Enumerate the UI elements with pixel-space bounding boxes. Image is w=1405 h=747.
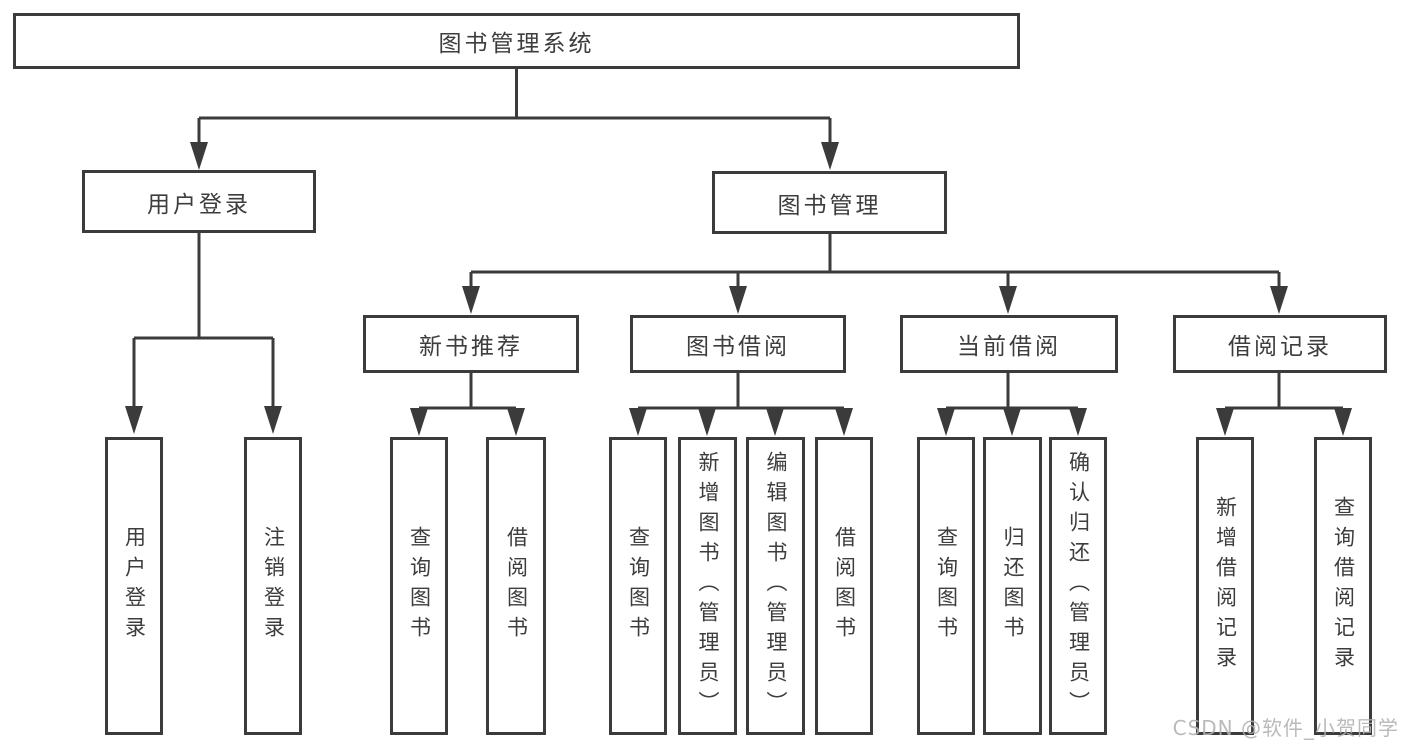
node-borrowing-records: 借阅记录 (1173, 315, 1387, 373)
leaf-borrow-books: 借阅图书 (815, 437, 873, 735)
leaf-borrow-books-recommendation-label: 借阅图书 (504, 526, 529, 646)
csdn-watermark: CSDN @软件_小贺同学 (1172, 716, 1399, 740)
node-new-book-recommendation-label: 新书推荐 (419, 334, 523, 360)
leaf-edit-books-admin: 编辑图书（管理员） (746, 437, 805, 735)
node-user-login: 用户登录 (82, 170, 316, 233)
leaf-confirm-return-admin-label: 确认归还（管理员） (1066, 451, 1091, 721)
leaf-query-books-recommendation-label: 查询图书 (407, 526, 432, 646)
node-current-borrowing: 当前借阅 (900, 315, 1118, 373)
node-book-borrowing: 图书借阅 (630, 315, 846, 373)
node-book-borrowing-label: 图书借阅 (686, 334, 790, 360)
leaf-query-books-current: 查询图书 (917, 437, 975, 735)
node-library-management-system: 图书管理系统 (13, 13, 1020, 69)
leaf-user-login: 用户登录 (105, 437, 163, 735)
node-current-borrowing-label: 当前借阅 (957, 334, 1061, 360)
leaf-query-books-current-label: 查询图书 (934, 526, 959, 646)
leaf-borrow-books-recommendation: 借阅图书 (486, 437, 546, 735)
leaf-borrow-books-label: 借阅图书 (832, 526, 857, 646)
node-book-management: 图书管理 (712, 171, 947, 234)
leaf-add-books-admin-label: 新增图书（管理员） (696, 451, 720, 721)
leaf-query-borrow-record: 查询借阅记录 (1314, 437, 1372, 735)
leaf-add-borrow-record: 新增借阅记录 (1196, 437, 1254, 735)
leaf-return-books: 归还图书 (983, 437, 1042, 735)
leaf-return-books-label: 归还图书 (1001, 526, 1025, 646)
node-new-book-recommendation: 新书推荐 (363, 315, 579, 373)
leaf-logout: 注销登录 (244, 437, 302, 735)
leaf-add-books-admin: 新增图书（管理员） (678, 437, 737, 735)
leaf-add-borrow-record-label: 新增借阅记录 (1213, 496, 1238, 676)
leaf-logout-label: 注销登录 (261, 526, 286, 646)
leaf-confirm-return-admin: 确认归还（管理员） (1049, 437, 1107, 735)
node-borrowing-records-label: 借阅记录 (1228, 334, 1332, 360)
leaf-edit-books-admin-label: 编辑图书（管理员） (764, 451, 788, 721)
leaf-query-books-borrowing-label: 查询图书 (626, 526, 651, 646)
leaf-query-books-borrowing: 查询图书 (609, 437, 667, 735)
leaf-query-books-recommendation: 查询图书 (390, 437, 448, 735)
node-book-management-label: 图书管理 (777, 192, 882, 219)
arrowheads (125, 142, 1352, 436)
leaf-user-login-label: 用户登录 (122, 526, 147, 646)
node-library-management-system-label: 图书管理系统 (438, 31, 595, 57)
leaf-query-borrow-record-label: 查询借阅记录 (1331, 496, 1356, 676)
node-user-login-label: 用户登录 (147, 191, 251, 218)
